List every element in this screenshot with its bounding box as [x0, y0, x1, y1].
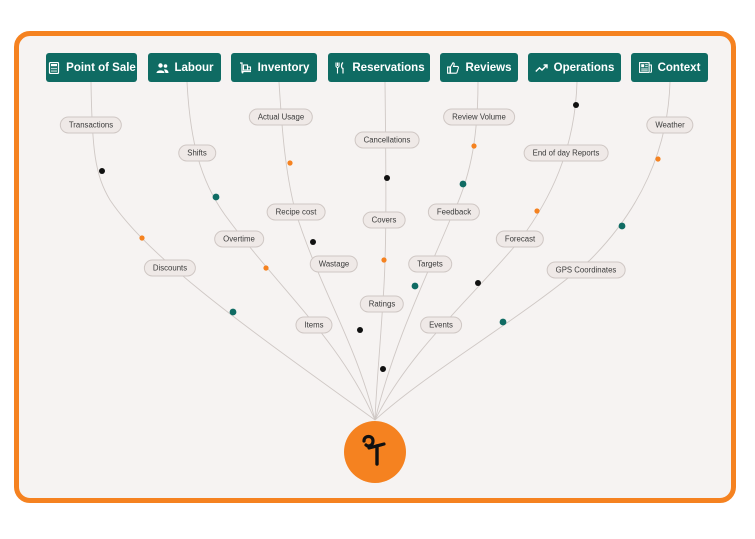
dot-context-1: [655, 156, 661, 162]
node-shifts: Shifts: [178, 144, 216, 162]
dot-labour-1: [212, 193, 220, 201]
node-ratings: Ratings: [359, 295, 405, 313]
node-forecast: Forecast: [495, 230, 545, 248]
category-reviews: Reviews: [440, 53, 518, 82]
branch-reviews-line: [374, 81, 479, 421]
node-discounts: Discounts: [143, 259, 197, 277]
category-point-of-sale: Point of Sale: [46, 53, 137, 82]
branch-labour-line: [186, 81, 376, 421]
dot-reviews-1: [471, 143, 477, 149]
category-label: Operations: [553, 61, 615, 74]
category-label: Point of Sale: [66, 61, 136, 74]
node-gps-coordinates: GPS Coordinates: [546, 261, 626, 279]
node-covers: Covers: [362, 211, 406, 229]
category-label: Context: [657, 61, 701, 74]
dolly-icon: [239, 61, 252, 74]
category-reservations: Reservations: [328, 53, 430, 82]
dot-point-of-sale-2: [139, 235, 145, 241]
node-overtime: Overtime: [214, 230, 264, 248]
newspaper-icon: [638, 61, 652, 74]
dot-operations-3: [475, 280, 481, 286]
node-transactions: Transactions: [59, 116, 123, 134]
category-label: Labour: [174, 61, 214, 74]
dot-reviews-2: [459, 180, 467, 188]
node-wastage: Wastage: [309, 255, 359, 273]
branch-reservations-line: [374, 81, 387, 421]
node-cancellations: Cancellations: [354, 131, 420, 149]
brand-logo-icon: [357, 432, 393, 473]
category-label: Reviews: [465, 61, 512, 74]
cutlery-icon: [333, 61, 346, 74]
node-weather: Weather: [646, 116, 694, 134]
thumbs-up-icon: [446, 61, 459, 74]
branch-context-line: [374, 81, 671, 421]
category-labour: Labour: [148, 53, 221, 82]
category-context: Context: [631, 53, 708, 82]
central-hub: [344, 421, 406, 483]
dot-operations-1: [573, 102, 579, 108]
node-items: Items: [295, 316, 333, 334]
dot-labour-2: [263, 265, 269, 271]
node-events: Events: [420, 316, 462, 334]
people-icon: [156, 61, 169, 74]
category-label: Inventory: [257, 61, 310, 74]
category-operations: Operations: [528, 53, 621, 82]
trend-up-icon: [534, 61, 548, 74]
dot-reservations-1: [384, 175, 390, 181]
dot-reviews-3: [411, 282, 419, 290]
dot-point-of-sale-3: [229, 308, 237, 316]
node-targets: Targets: [408, 255, 452, 273]
branch-point-of-sale-line: [90, 81, 376, 421]
calculator-icon: [47, 61, 60, 74]
node-actual-usage: Actual Usage: [248, 108, 314, 126]
dot-reservations-3: [380, 366, 386, 372]
dot-reservations-2: [381, 257, 387, 263]
dot-context-3: [499, 318, 507, 326]
dot-context-2: [618, 222, 626, 230]
dot-inventory-3: [357, 327, 363, 333]
dot-operations-2: [534, 208, 540, 214]
dot-inventory-1: [287, 160, 293, 166]
category-inventory: Inventory: [231, 53, 317, 82]
node-review-volume: Review Volume: [443, 108, 515, 126]
dot-point-of-sale-1: [99, 168, 105, 174]
dot-inventory-2: [310, 239, 316, 245]
category-label: Reservations: [352, 61, 425, 74]
node-recipe-cost: Recipe cost: [266, 203, 326, 221]
node-end-of-day-reports: End of day Reports: [523, 144, 609, 162]
node-feedback: Feedback: [427, 203, 481, 221]
branch-inventory-line: [278, 81, 376, 421]
